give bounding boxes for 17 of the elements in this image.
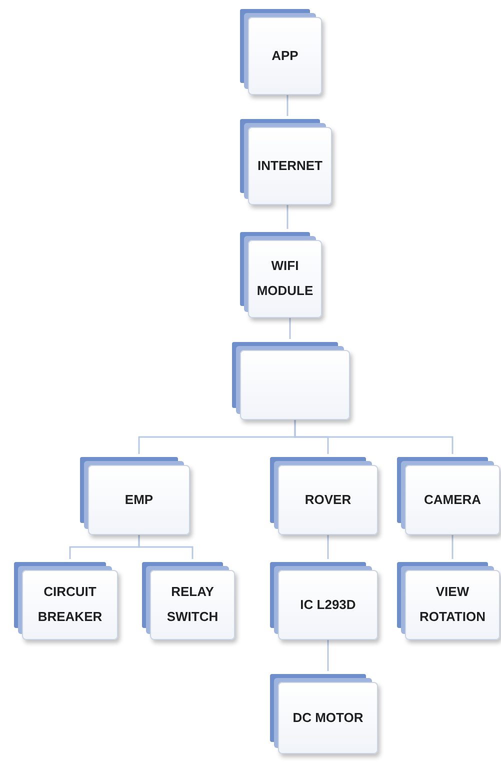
box-label: EMP: [124, 490, 154, 509]
box-label: DC MOTOR: [292, 708, 364, 727]
box-label: CAMERA: [422, 490, 482, 509]
connector-line: [327, 535, 329, 559]
box-label: RELAY SWITCH: [166, 583, 220, 626]
connector-line: [286, 205, 288, 229]
box-label: CIRCUIT BREAKER: [36, 583, 104, 626]
connector-line: [289, 318, 291, 339]
connector-line: [294, 420, 454, 454]
box-label: WIFI MODULE: [256, 257, 314, 300]
box-label: IC L293D: [299, 596, 357, 614]
box-label: INTERNET: [256, 156, 324, 175]
box-label: ROVER: [304, 490, 352, 509]
connector-line: [138, 535, 194, 559]
box-label: APP: [270, 46, 300, 65]
connector-line: [286, 95, 288, 116]
box-label: VIEW ROTATION: [418, 583, 486, 626]
